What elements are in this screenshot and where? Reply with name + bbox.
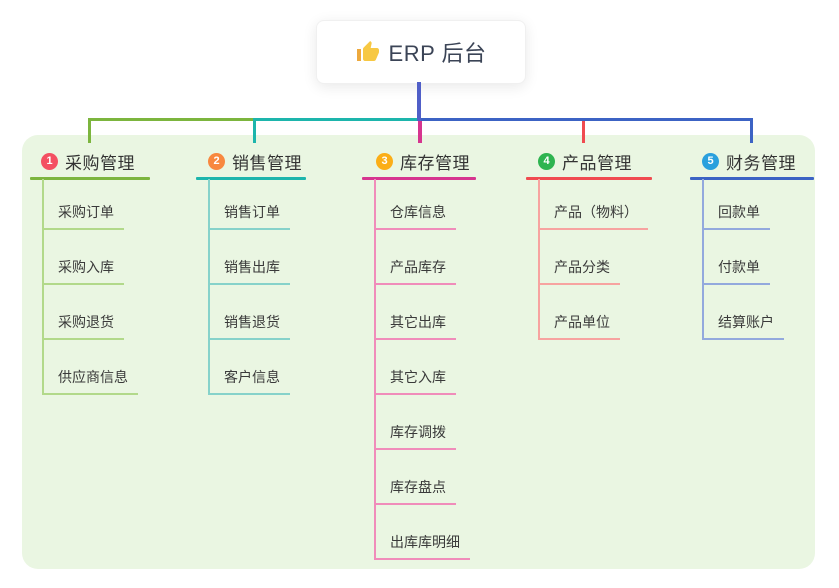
branch-underline bbox=[30, 177, 150, 180]
child-node[interactable]: 回款单 bbox=[702, 202, 770, 230]
child-node[interactable]: 销售订单 bbox=[208, 202, 290, 230]
child-node[interactable]: 仓库信息 bbox=[374, 202, 456, 230]
branch-connector-drop bbox=[253, 118, 256, 143]
branch-header-1[interactable]: 1 采购管理 bbox=[41, 149, 135, 174]
child-node[interactable]: 产品单位 bbox=[538, 312, 620, 340]
child-node[interactable]: 采购退货 bbox=[42, 312, 124, 340]
branch-underline bbox=[196, 177, 306, 180]
branch-header-5[interactable]: 5 财务管理 bbox=[702, 149, 796, 174]
child-node[interactable]: 产品库存 bbox=[374, 257, 456, 285]
child-node[interactable]: 其它出库 bbox=[374, 312, 456, 340]
branch-underline bbox=[362, 177, 476, 180]
root-node-label: ERP 后台 bbox=[388, 41, 487, 66]
branch-title: 财务管理 bbox=[726, 154, 796, 173]
branch-number-badge: 2 bbox=[208, 153, 225, 170]
child-node[interactable]: 库存盘点 bbox=[374, 477, 456, 505]
child-node[interactable]: 供应商信息 bbox=[42, 367, 138, 395]
children-connector-line bbox=[208, 179, 210, 395]
child-node[interactable]: 库存调拨 bbox=[374, 422, 456, 450]
child-node[interactable]: 付款单 bbox=[702, 257, 770, 285]
children-connector-line bbox=[538, 179, 540, 340]
child-node[interactable]: 出库库明细 bbox=[374, 532, 470, 560]
root-connector-line bbox=[417, 82, 421, 121]
branch-header-3[interactable]: 3 库存管理 bbox=[376, 149, 470, 174]
branch-connector-drop bbox=[418, 118, 422, 143]
thumbs-up-icon bbox=[356, 40, 380, 64]
branches-panel bbox=[22, 135, 815, 569]
child-node[interactable]: 产品分类 bbox=[538, 257, 620, 285]
children-connector-line bbox=[374, 179, 376, 560]
child-node[interactable]: 结算账户 bbox=[702, 312, 784, 340]
child-node[interactable]: 产品（物料） bbox=[538, 202, 648, 230]
child-node[interactable]: 其它入库 bbox=[374, 367, 456, 395]
child-node[interactable]: 客户信息 bbox=[208, 367, 290, 395]
children-connector-line bbox=[42, 179, 44, 395]
branch-connector-line bbox=[253, 118, 422, 121]
branch-title: 产品管理 bbox=[562, 154, 632, 173]
branch-header-4[interactable]: 4 产品管理 bbox=[538, 149, 632, 174]
children-connector-line bbox=[702, 179, 704, 340]
child-node[interactable]: 销售退货 bbox=[208, 312, 290, 340]
root-node-erp[interactable]: ERP 后台 bbox=[316, 20, 526, 84]
branch-title: 库存管理 bbox=[400, 154, 470, 173]
child-node[interactable]: 采购订单 bbox=[42, 202, 124, 230]
branch-connector-drop bbox=[582, 118, 585, 143]
child-node[interactable]: 销售出库 bbox=[208, 257, 290, 285]
branch-connector-drop bbox=[88, 118, 91, 143]
branch-header-2[interactable]: 2 销售管理 bbox=[208, 149, 302, 174]
branch-connector-line bbox=[419, 118, 753, 121]
branch-underline bbox=[526, 177, 652, 180]
branch-number-badge: 3 bbox=[376, 153, 393, 170]
branch-number-badge: 4 bbox=[538, 153, 555, 170]
branch-connector-drop bbox=[750, 118, 753, 143]
branch-number-badge: 1 bbox=[41, 153, 58, 170]
branch-title: 采购管理 bbox=[65, 154, 135, 173]
child-node[interactable]: 采购入库 bbox=[42, 257, 124, 285]
branch-title: 销售管理 bbox=[232, 154, 302, 173]
branch-underline bbox=[690, 177, 814, 180]
branch-number-badge: 5 bbox=[702, 153, 719, 170]
